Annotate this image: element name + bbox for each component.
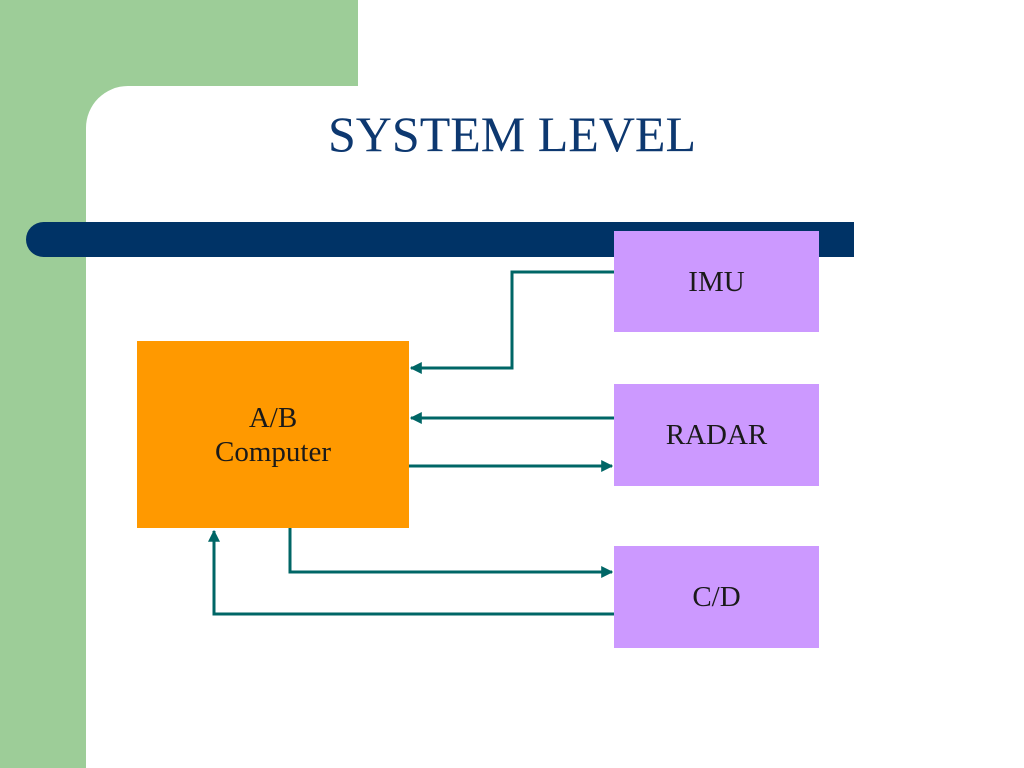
imu-box: IMU bbox=[614, 231, 819, 332]
imu-to-computer-arrow bbox=[409, 270, 614, 374]
slide-title: SYSTEM LEVEL bbox=[327, 106, 697, 162]
radar-box: RADAR bbox=[614, 384, 819, 486]
cd-label: C/D bbox=[692, 581, 741, 613]
cd-box: C/D bbox=[614, 546, 819, 648]
ab-computer-box: A/B Computer bbox=[137, 341, 409, 528]
computer-label-line2: Computer bbox=[215, 435, 331, 468]
computer-label-line1: A/B bbox=[248, 401, 298, 434]
computer-to-cd-arrow bbox=[288, 528, 614, 578]
imu-label: IMU bbox=[688, 265, 745, 298]
cd-to-computer-arrow bbox=[208, 529, 614, 616]
radar-label: RADAR bbox=[665, 419, 768, 451]
